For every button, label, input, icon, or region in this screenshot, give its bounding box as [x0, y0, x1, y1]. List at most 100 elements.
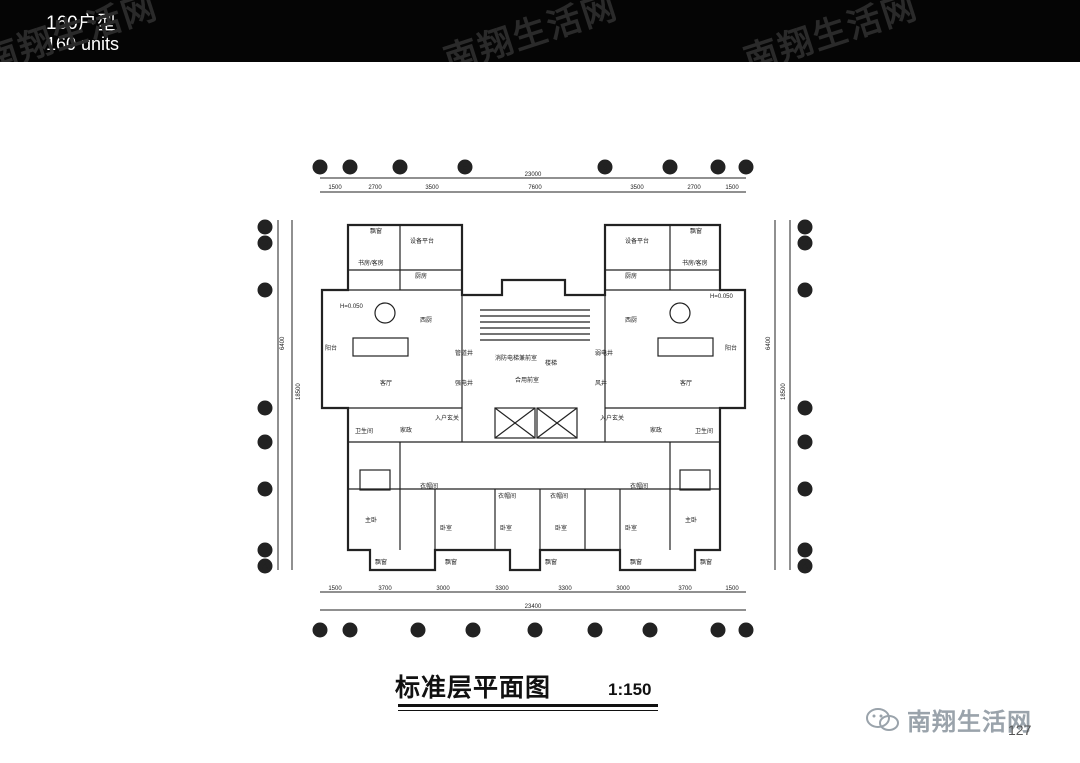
room-label: 设备平台	[410, 237, 434, 245]
axis-label: E	[262, 403, 268, 413]
room-label: 客厅	[380, 379, 392, 387]
room-label: 卫生间	[695, 427, 713, 435]
room-label: 弱电井	[595, 349, 613, 357]
dim-label: 3500	[425, 185, 439, 191]
axis-label: 13	[741, 162, 751, 172]
room-label: 强电井	[455, 379, 473, 387]
axis-label: 5	[462, 162, 467, 172]
dim-label: 2700	[368, 185, 382, 191]
dim-label: 3300	[495, 586, 509, 592]
room-label: 飘窗	[445, 558, 457, 566]
axis-label: 7	[532, 625, 537, 635]
room-label: 书房/客房	[682, 259, 708, 267]
axis-label: A	[262, 561, 268, 571]
room-label: 衣帽间	[630, 482, 648, 490]
axis-label: 1	[317, 625, 322, 635]
building-outline	[320, 223, 747, 572]
room-label: 卫生间	[355, 427, 373, 435]
axis-label: 10	[645, 625, 655, 635]
floor-plan: 1 2 3 5 9 11 12 13 23000 1500 2700 3500 …	[257, 159, 813, 638]
dim-label: 6400	[766, 336, 772, 350]
axis-bottom: 1 2 4 6 7 8 10 12 13	[312, 622, 754, 638]
axis-label: 3	[397, 162, 402, 172]
room-label: 书房/客房	[358, 259, 384, 267]
footer-watermark-text: 南翔生活网	[907, 709, 1032, 736]
room-label: 管道井	[455, 349, 473, 357]
header-watermark: 南翔生活网	[739, 0, 923, 62]
axis-label: D	[802, 437, 809, 447]
axis-label: 2	[347, 162, 352, 172]
room-label: 主卧	[365, 516, 377, 524]
axis-label: B	[802, 545, 808, 555]
room-label: 衣帽间	[498, 492, 516, 500]
elevation-note: H=0.050	[710, 294, 734, 300]
wechat-icon	[866, 707, 899, 731]
room-label: 风井	[595, 379, 607, 387]
axis-label: C	[802, 484, 809, 494]
axis-top: 1 2 3 5 9 11 12 13	[312, 159, 754, 175]
room-label: 阳台	[725, 344, 737, 352]
dim-label: 3000	[616, 586, 630, 592]
room-label: 飘窗	[690, 227, 702, 235]
room-label: 入户玄关	[435, 414, 459, 422]
dim-label: 2700	[687, 185, 701, 191]
axis-label: F	[802, 285, 808, 295]
room-label: 家政	[650, 426, 662, 434]
dim-label: 3300	[558, 586, 572, 592]
axis-label: 4	[415, 625, 420, 635]
axis-label: 9	[602, 162, 607, 172]
room-label: 家政	[400, 426, 412, 434]
interior-walls	[348, 225, 720, 550]
axis-label: G	[261, 238, 268, 248]
title-underline	[398, 710, 658, 711]
dim-label: 7600	[528, 185, 542, 191]
room-label: 卧室	[500, 524, 512, 532]
axis-label: 6	[470, 625, 475, 635]
header-title-cn: 160户型	[46, 13, 116, 34]
room-label: 衣帽间	[550, 492, 568, 500]
dim-label: 1500	[725, 586, 739, 592]
room-label: 楼梯	[545, 359, 557, 367]
dim-label: 3700	[678, 586, 692, 592]
room-label: 主卧	[685, 516, 697, 524]
room-label: 卧室	[555, 524, 567, 532]
dim-label: 23000	[525, 172, 542, 178]
axis-label: 12	[713, 162, 723, 172]
page-number: 127	[1008, 722, 1032, 738]
dim-label: 3500	[630, 185, 644, 191]
header-title-en: 160 units	[46, 34, 120, 54]
room-label: 入户玄关	[600, 414, 624, 422]
room-label: 衣帽间	[420, 482, 438, 490]
drawing-title: 标准层平面图	[395, 674, 552, 702]
dim-label: 1500	[328, 185, 342, 191]
room-label: 卧室	[625, 524, 637, 532]
header-watermark: 南翔生活网	[439, 0, 623, 62]
room-label: 合用前室	[515, 376, 539, 384]
axis-label: 11	[665, 162, 674, 172]
axis-label: 13	[741, 625, 751, 635]
header-bar: 160户型 160 units 南翔生活网 南翔生活网 南翔生活网	[0, 0, 1080, 62]
room-label: 西厨	[420, 317, 432, 324]
axis-left: H G F E D C B A	[257, 219, 293, 574]
axis-label: A	[802, 561, 808, 571]
axis-label: 2	[347, 625, 352, 635]
axis-label: C	[262, 484, 269, 494]
room-label: 厨房	[625, 272, 637, 280]
room-label: 客厅	[680, 379, 692, 387]
elevation-note: H=0.050	[340, 304, 364, 310]
room-label: 飘窗	[630, 558, 642, 566]
room-label: 飘窗	[545, 558, 557, 566]
axis-label: H	[802, 222, 809, 232]
title-underline	[398, 704, 658, 707]
room-label: 飘窗	[370, 227, 382, 235]
footer-watermark: 南翔生活网	[865, 702, 1032, 737]
room-label: 飘窗	[700, 558, 712, 566]
dim-label: 3700	[378, 586, 392, 592]
axis-label: 8	[592, 625, 597, 635]
axis-label: E	[802, 403, 808, 413]
axis-label: B	[262, 545, 268, 555]
axis-right: H G F E D C B A	[774, 219, 813, 574]
axis-label: D	[262, 437, 269, 447]
room-label: 西厨	[625, 317, 637, 324]
axis-label: H	[262, 222, 269, 232]
